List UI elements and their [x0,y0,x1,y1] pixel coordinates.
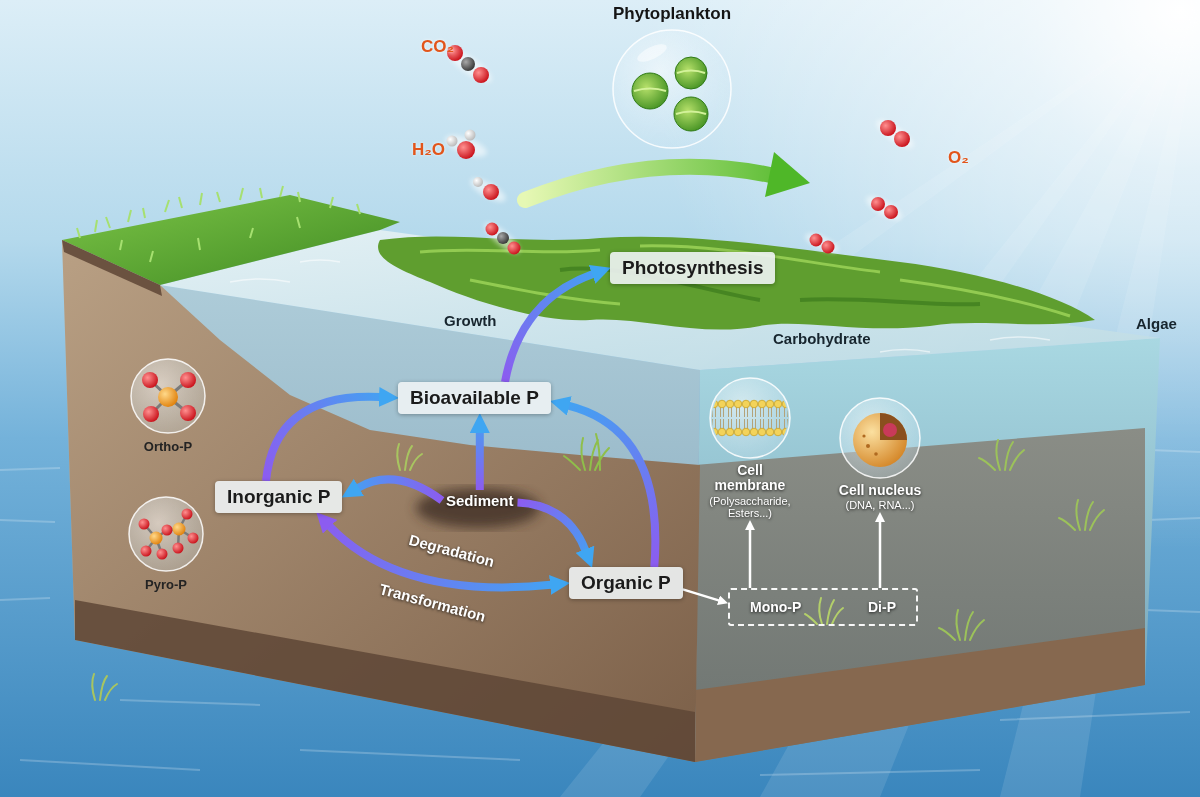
edge-label: Degradation [407,531,496,570]
chemical-formula: O₂ [948,148,969,168]
membrane-illustration [695,376,805,460]
dashed-group-box: Mono-P Di-P [728,588,918,626]
pool-box: Organic P [569,567,683,599]
node-label: Organic P [581,572,671,594]
molecules [443,45,917,258]
flow-arrow [749,529,752,588]
source-node: Sediment [442,490,518,511]
ortho-p-molecule-art [128,356,208,436]
node-label: Cell nucleus [838,483,922,498]
flow-arrow [683,589,720,600]
node-label: Cell membrane [713,463,787,494]
flow-arrow [518,503,586,551]
phyto-illustration [610,27,734,151]
flow-arrow [266,397,380,481]
node-label: (DNA, RNA...) [838,499,922,512]
node-label: Sediment [446,492,514,509]
flow-arrow [476,432,484,490]
node-label: Di-P [868,599,896,615]
node-label: Photosynthesis [622,257,763,279]
node-label: Bioavailable P [410,387,539,409]
pyro-illustration [126,494,206,574]
pool-box: Inorganic P [215,481,342,513]
chemical-formula: CO₂ [421,37,454,57]
flow-arrow [879,521,882,588]
flow-arrow [329,526,551,587]
flow-arrow [505,274,593,382]
algae-mat [378,236,1095,329]
annotation-label: Algae [1136,315,1177,332]
process-box: Photosynthesis [610,252,775,284]
node-label: Ortho-P [128,439,208,454]
nucleus-illustration [838,396,922,480]
edge-label: Growth [444,312,497,329]
cell-membrane-art [708,376,792,460]
process-label: Transformation [378,580,488,625]
photosynthesis-flow-arrow [525,152,810,200]
submerged-grass [92,434,1104,700]
flow-arrow [568,406,655,567]
pyro-p-molecule-art [126,494,206,574]
node-label: Mono-P [750,599,801,615]
molecule-bubble: Pyro-P [126,494,206,592]
node-label: (Polysaccharide, Esters...) [695,495,805,520]
chemical-formula: H₂O [412,140,445,160]
node-label: Phytoplankton [610,4,734,24]
phytoplankton-art [610,27,734,151]
annotation-label: Carbohydrate [773,330,871,347]
phytoplankton-bubble: Phytoplankton [610,4,734,151]
node-label: Pyro-P [126,577,206,592]
cell-membrane-bubble: Cell membrane(Polysaccharide, Esters...) [695,376,805,520]
flow-arrow [358,479,442,500]
cell-nucleus-bubble: Cell nucleus(DNA, RNA...) [838,396,922,512]
water-block [62,186,1160,762]
ortho-illustration [128,356,208,436]
molecule-bubble: Ortho-P [128,356,208,454]
pool-box: Bioavailable P [398,382,551,414]
cell-nucleus-art [838,396,922,480]
node-label: Inorganic P [227,486,330,508]
